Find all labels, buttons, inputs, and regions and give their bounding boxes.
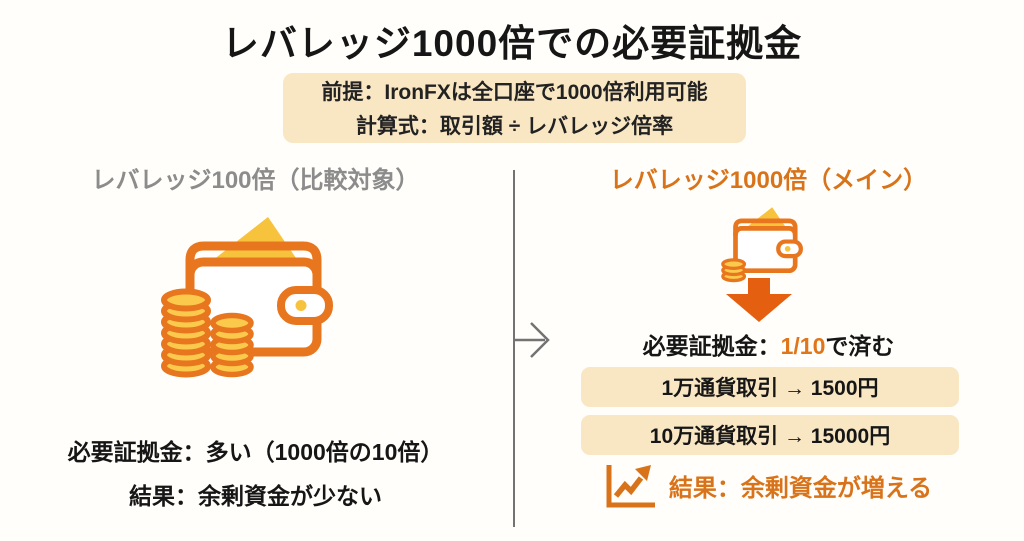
right-arrow-icon xyxy=(515,322,550,358)
premise-line-2: 計算式：取引額 ÷ レバレッジ倍率 xyxy=(355,115,674,138)
margin-suffix: で済む xyxy=(825,333,895,359)
rising-chart-icon xyxy=(606,465,655,508)
premise-line-1: 前提：IronFXは全口座で1000倍利用可能 xyxy=(321,81,708,104)
right-column-heading: レバレッジ1000倍（メイン） xyxy=(609,167,928,194)
right-margin-text: 必要証拠金：1/10で済む xyxy=(513,327,1024,361)
down-arrow-icon xyxy=(726,278,792,322)
left-result-text: 結果：余剰資金が少ない xyxy=(129,483,382,509)
right-result-row: 結果：余剰資金が増える xyxy=(513,462,1024,509)
divider-line xyxy=(513,170,515,527)
left-column-heading: レバレッジ100倍（比較対象） xyxy=(91,167,420,194)
margin-highlight: 1/10 xyxy=(780,333,826,359)
margin-prefix: 必要証拠金： xyxy=(642,333,781,359)
trade-box-100k: 10万通貨取引 → 15000円 xyxy=(581,415,959,455)
page-title: レバレッジ1000倍での必要証拠金 xyxy=(221,23,803,64)
premise-box: 前提：IronFXは全口座で1000倍利用可能 計算式：取引額 ÷ レバレッジ倍… xyxy=(283,73,746,143)
left-margin-text: 必要証拠金：多い（1000倍の10倍） xyxy=(67,439,444,465)
right-result-text: 結果：余剰資金が増える xyxy=(668,475,933,502)
wallet-coins-small-icon xyxy=(721,207,803,283)
trade-box-10k: 1万通貨取引 → 1500円 xyxy=(581,367,959,407)
wallet-coins-icon xyxy=(161,217,333,378)
